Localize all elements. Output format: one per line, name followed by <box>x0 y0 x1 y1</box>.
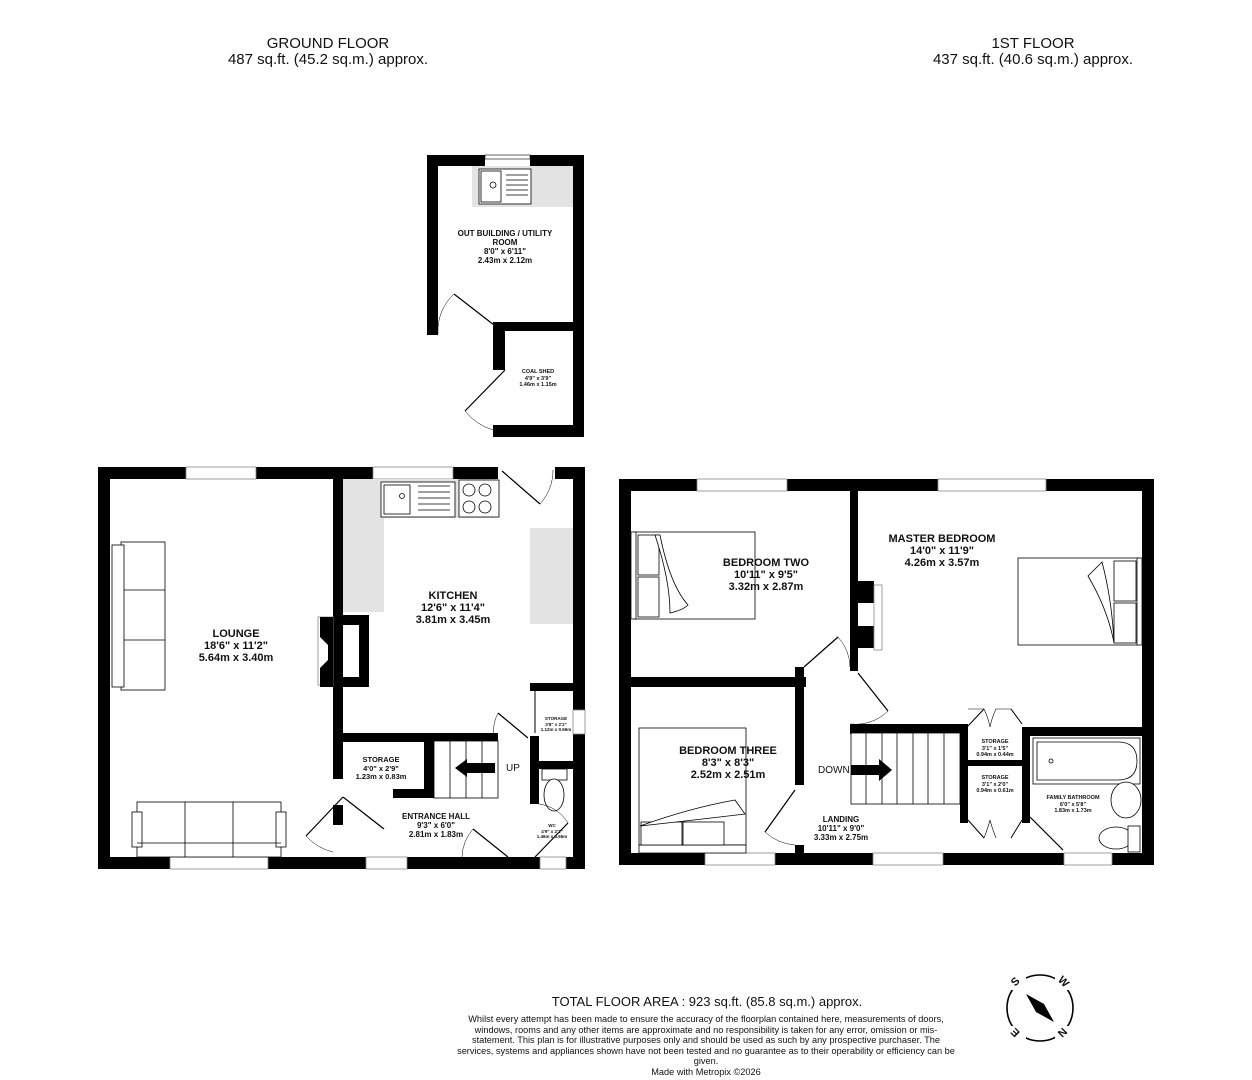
ground-floor-title: GROUND FLOOR <box>266 35 390 52</box>
first-floor-doors <box>764 636 1064 851</box>
total-floor-area: TOTAL FLOOR AREA : 923 sq.ft. (85.8 sq.m… <box>551 994 863 1009</box>
room-label-kitchen: KITCHEN 12'6" x 11'4" 3.81m x 3.45m <box>415 590 491 626</box>
first-floor-windows <box>696 478 1113 866</box>
kitchen-sink-icon <box>380 481 456 518</box>
room-label-entrance-hall: ENTRANCE HALL 9'3" x 6'0" 2.81m x 1.83m <box>402 812 470 839</box>
ground-floor-doors <box>305 469 569 858</box>
stairs-up-arrow-icon <box>455 759 495 777</box>
room-label-bedroom-three: BEDROOM THREE 8'3" x 8'3" 2.52m x 2.51m <box>679 745 777 781</box>
room-label-storage-upper: STORAGE 3'1" x 1'5" 0.94m x 0.44m <box>976 739 1014 758</box>
room-label-storage-lower: STORAGE 3'1" x 2'0" 0.94m x 0.61m <box>976 775 1014 794</box>
room-label-family-bathroom: FAMILY BATHROOM 6'0" x 5'8" 1.83m x 1.73… <box>1046 795 1100 814</box>
room-label-utility: OUT BUILDING / UTILITY ROOM 8'0" x 6'11"… <box>457 229 553 265</box>
room-label-storage-kitchen: STORAGE 3'8" x 2'2" 1.12m x 0.66m <box>540 716 572 732</box>
hob-icon <box>458 479 500 518</box>
outbuilding-walls <box>427 154 584 437</box>
chimney-breast <box>320 617 333 687</box>
room-label-master-bedroom: MASTER BEDROOM 14'0" x 11'9" 4.26m x 3.5… <box>888 533 996 569</box>
stairs-up-label: UP <box>506 763 520 774</box>
room-label-wc: WC 4'9" x 2'2" 1.46m x 0.65m <box>536 823 568 839</box>
lounge-sofa-icon <box>111 541 287 858</box>
bed-icons <box>630 531 1143 854</box>
disclaimer-text: Whilst every attempt has been made to en… <box>457 1014 955 1067</box>
compass-star-icon <box>1006 974 1074 1042</box>
stairs-down-arrow-icon <box>851 759 892 781</box>
first-floor-heading: 1ST FLOOR 437 sq.ft. (40.6 sq.m.) approx… <box>883 36 1183 68</box>
room-label-lounge: LOUNGE 18'6" x 11'2" 5.64m x 3.40m <box>198 628 274 664</box>
room-label-landing: LANDING 10'11" x 9'0" 3.33m x 2.75m <box>813 815 869 842</box>
stairs-down-label: DOWN <box>818 765 850 776</box>
made-with-credit: Made with Metropix ©2026 <box>651 1066 761 1077</box>
bathroom-fixtures <box>1032 737 1142 853</box>
compass: S W E N <box>1004 972 1076 1044</box>
disclaimer: Whilst every attempt has been made to en… <box>456 1014 956 1078</box>
utility-sink-icon <box>478 168 532 205</box>
ground-floor-heading: GROUND FLOOR 487 sq.ft. (45.2 sq.m.) app… <box>178 36 478 68</box>
outbuilding-doors <box>437 293 506 431</box>
wc-toilet-icon <box>541 768 568 812</box>
room-label-storage-hall: STORAGE 4'0" x 2'9" 1.23m x 0.83m <box>355 755 407 781</box>
room-label-bedroom-two: BEDROOM TWO 10'11" x 9'5" 3.32m x 2.87m <box>722 557 810 593</box>
first-floor-area: 437 sq.ft. (40.6 sq.m.) approx. <box>932 51 1134 68</box>
room-label-coal-shed: COAL SHED 4'9" x 3'9" 1.46m x 1.15m <box>519 369 557 388</box>
ground-floor-area: 487 sq.ft. (45.2 sq.m.) approx. <box>227 51 429 68</box>
first-floor-title: 1ST FLOOR <box>991 35 1075 52</box>
